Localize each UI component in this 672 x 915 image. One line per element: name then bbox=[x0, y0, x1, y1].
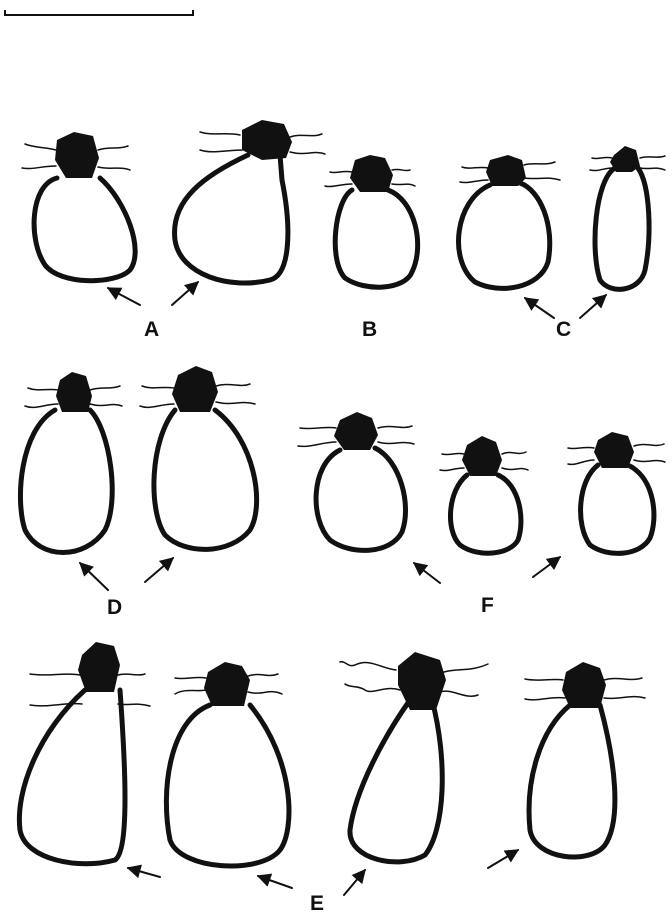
cell-f3 bbox=[568, 432, 665, 553]
cell-a1 bbox=[22, 132, 135, 281]
label-a: A bbox=[144, 318, 159, 341]
cell-d2 bbox=[140, 366, 257, 549]
label-f: F bbox=[481, 594, 494, 617]
scale-bar bbox=[5, 10, 193, 16]
cell-e4 bbox=[525, 662, 645, 857]
label-b: B bbox=[362, 318, 377, 341]
label-e: E bbox=[310, 892, 324, 915]
cell-a2 bbox=[175, 120, 325, 283]
label-c: C bbox=[556, 318, 571, 341]
cell-c1 bbox=[459, 155, 560, 288]
cell-e1 bbox=[19, 642, 150, 864]
cell-e2 bbox=[166, 662, 289, 866]
cell-e3 bbox=[340, 652, 488, 862]
cell-c2 bbox=[590, 146, 665, 289]
cell-d1 bbox=[20, 372, 122, 553]
cell-b bbox=[325, 155, 418, 287]
cell-f2 bbox=[440, 436, 528, 553]
cell-f1 bbox=[298, 412, 414, 550]
label-d: D bbox=[107, 596, 122, 619]
